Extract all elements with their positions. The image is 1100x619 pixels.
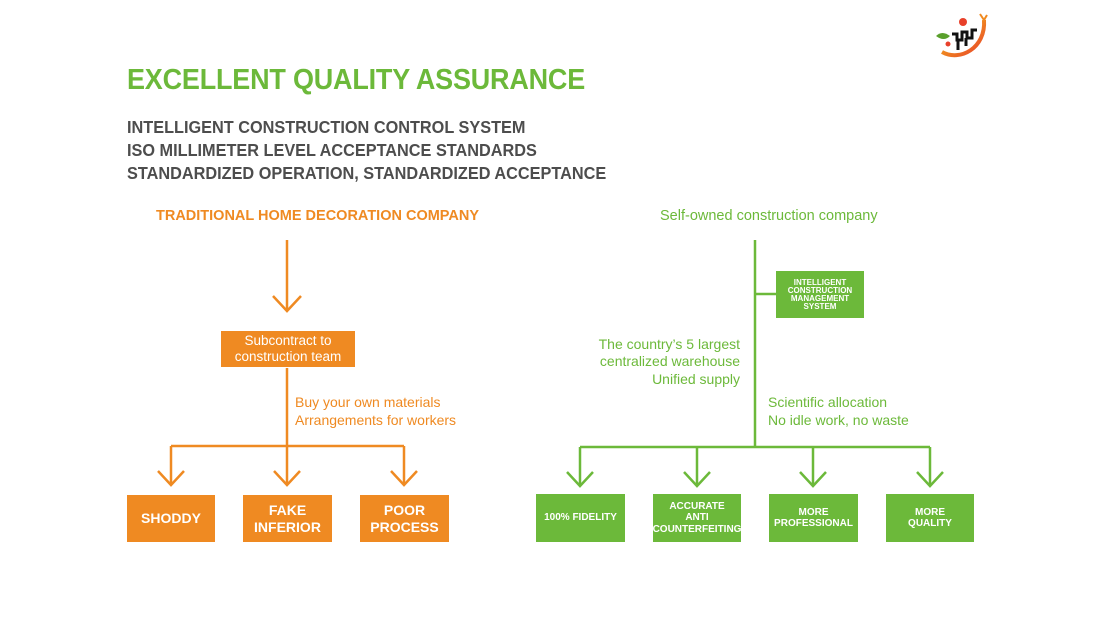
outcome-more-professional-line-1: MORE	[798, 506, 829, 518]
outcome-more-professional: MORE PROFESSIONAL	[769, 494, 858, 542]
allocation-note-2: No idle work, no waste	[768, 412, 909, 428]
outcome-poor-process-line-2: PROCESS	[370, 518, 439, 535]
right-branch-connector	[566, 240, 944, 488]
left-note-1: Buy your own materials	[295, 394, 441, 410]
left-top-arrow	[272, 240, 302, 313]
system-box-line-3: MANAGEMENT SYSTEM	[790, 293, 850, 311]
outcome-shoddy: SHODDY	[127, 495, 215, 542]
subtitle-line-1: INTELLIGENT CONSTRUCTION CONTROL SYSTEM	[127, 117, 526, 137]
right-heading: Self-owned construction company	[660, 208, 878, 224]
outcome-fake-inferior-line-1: FAKE	[268, 502, 307, 519]
outcome-more-quality: MORE QUALITY	[886, 494, 974, 542]
intelligent-management-system-box: INTELLIGENT CONSTRUCTION MANAGEMENT SYST…	[776, 271, 864, 318]
outcome-more-quality-line-1: MORE	[915, 506, 945, 518]
outcome-100-fidelity-label: 100% FIDELITY	[544, 512, 617, 524]
outcome-more-professional-line-2: PROFESSIONAL	[774, 518, 853, 529]
outcome-poor-process-line-1: POOR	[383, 502, 426, 519]
outcome-anti-counterfeiting-line-3: COUNTERFEITING	[652, 523, 742, 535]
outcome-anti-counterfeiting-line-1: ACCURATE	[669, 500, 725, 512]
left-note-2: Arrangements for workers	[295, 412, 457, 428]
system-box-line-2: CONSTRUCTION	[787, 285, 853, 295]
outcome-more-quality-line-2: QUALITY	[908, 518, 952, 529]
warehouse-note-3: Unified supply	[652, 371, 740, 387]
left-heading: TRADITIONAL HOME DECORATION COMPANY	[156, 208, 480, 224]
subtitle-line-2: ISO MILLIMETER LEVEL ACCEPTANCE STANDARD…	[127, 140, 537, 160]
subcontract-box-line-1: Subcontract to	[244, 333, 332, 349]
outcome-accurate-anti-counterfeiting: ACCURATE ANTI COUNTERFEITING	[653, 494, 741, 542]
system-box-line-1: INTELLIGENT	[793, 277, 847, 287]
outcome-fake-inferior-line-2: INFERIOR	[254, 518, 321, 535]
outcome-poor-process: POOR PROCESS	[360, 495, 449, 542]
warehouse-note-2: centralized warehouse	[599, 353, 740, 369]
outcome-100-fidelity: 100% FIDELITY	[536, 494, 625, 542]
warehouse-note-1: The country’s 5 largest	[598, 336, 740, 352]
outcome-anti-counterfeiting-line-2: ANTI	[685, 512, 709, 524]
allocation-note-1: Scientific allocation	[768, 394, 888, 410]
subtitle-line-3: STANDARDIZED OPERATION, STANDARDIZED ACC…	[127, 163, 607, 183]
outcome-fake-inferior: FAKE INFERIOR	[243, 495, 332, 542]
subcontract-box: Subcontract to construction team	[221, 331, 355, 367]
page-title: EXCELLENT QUALITY ASSURANCE	[127, 64, 586, 96]
left-branch-connector	[157, 368, 418, 487]
subcontract-box-line-2: construction team	[234, 349, 342, 364]
company-logo-icon	[930, 8, 990, 60]
outcome-shoddy-label: SHODDY	[141, 510, 201, 527]
